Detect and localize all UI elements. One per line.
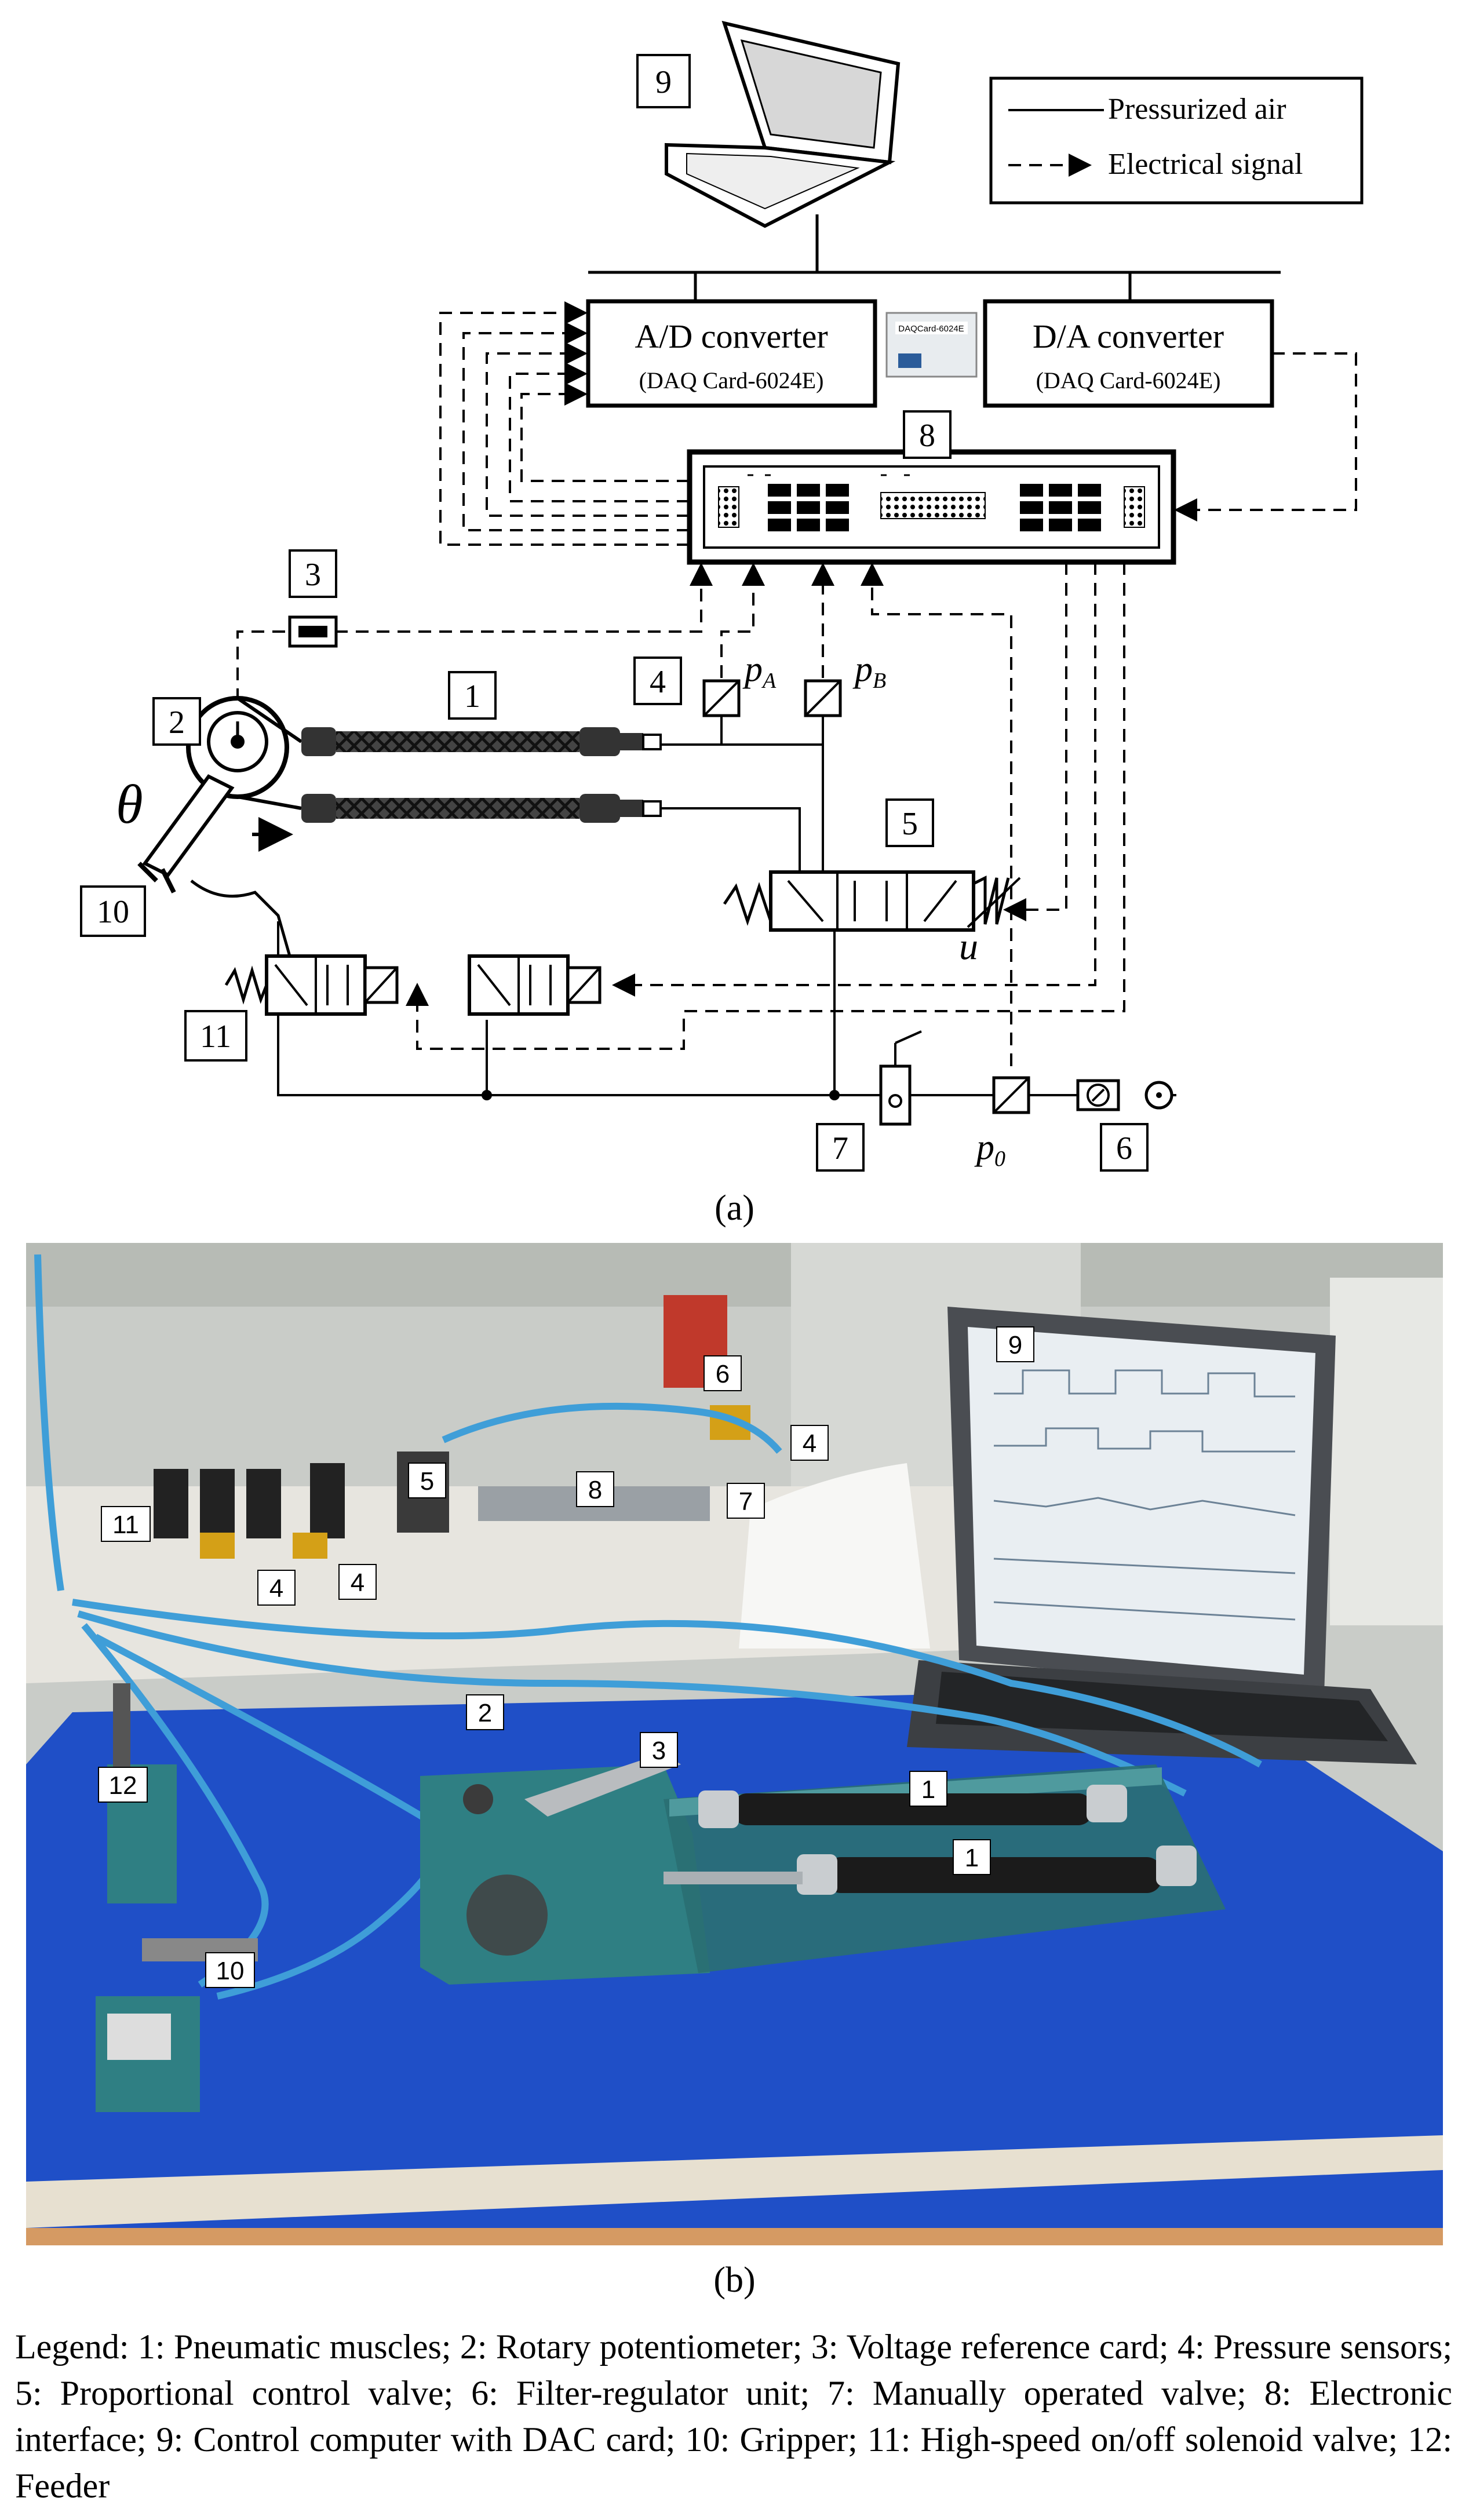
rotary-potentiometer-icon bbox=[186, 696, 289, 799]
photo-label-1b: 1 bbox=[965, 1844, 979, 1872]
theta-symbol: θ bbox=[116, 774, 143, 835]
da-converter-box: D/A converter (DAQ Card-6024E) bbox=[983, 299, 1274, 408]
photo-number-labels: 1 1 2 3 4 4 4 5 6 7 8 9 10 11 bbox=[98, 1326, 1034, 1988]
label-1: 1 bbox=[464, 679, 480, 714]
pneumatic-muscle-bottom bbox=[237, 794, 662, 823]
label-6: 6 bbox=[1116, 1130, 1132, 1166]
pA-symbol: pA bbox=[742, 650, 777, 693]
ad-signal-lines bbox=[236, 301, 1357, 1066]
pressure-sensor-b-icon bbox=[804, 679, 842, 717]
u-symbol: u bbox=[959, 925, 978, 968]
photo-label-9: 9 bbox=[1008, 1331, 1022, 1359]
photo-label-6: 6 bbox=[716, 1360, 730, 1388]
photo-label-7: 7 bbox=[739, 1487, 753, 1516]
proportional-valve-icon bbox=[723, 870, 1021, 932]
label-5: 5 bbox=[902, 806, 918, 842]
label-7: 7 bbox=[832, 1130, 848, 1166]
photo-label-11: 11 bbox=[112, 1511, 139, 1539]
label-11: 11 bbox=[200, 1019, 231, 1055]
voltage-reference-card-icon bbox=[288, 615, 338, 648]
photo-label-4c: 4 bbox=[351, 1569, 364, 1597]
ad-converter-subtitle: (DAQ Card-6024E) bbox=[639, 367, 824, 393]
photo-label-8: 8 bbox=[588, 1476, 602, 1504]
solenoid-valve-right-icon bbox=[468, 954, 602, 1016]
photo-label-10: 10 bbox=[216, 1957, 245, 1985]
pressure-lines bbox=[277, 716, 1176, 1096]
gripper-arm-icon bbox=[137, 774, 293, 957]
ad-converter-title: A/D converter bbox=[635, 318, 828, 355]
filter-regulator-icon bbox=[1076, 1079, 1173, 1111]
photo-label-2: 2 bbox=[478, 1699, 492, 1727]
photo-label-5: 5 bbox=[420, 1467, 434, 1496]
legend-text: Legend: 1: Pneumatic muscles; 2: Rotary … bbox=[15, 2328, 1452, 2505]
p0-symbol: p0 bbox=[974, 1128, 1005, 1171]
pB-symbol: pB bbox=[852, 650, 886, 693]
daq-card-text: DAQCard-6024E bbox=[898, 324, 964, 334]
laptop-icon bbox=[665, 20, 901, 272]
label-3: 3 bbox=[305, 557, 321, 593]
electronic-interface bbox=[687, 449, 1176, 565]
da-converter-subtitle: (DAQ Card-6024E) bbox=[1036, 367, 1221, 393]
pressure-sensor-0-icon bbox=[992, 1076, 1030, 1114]
photo-label-12: 12 bbox=[109, 1771, 137, 1800]
muscles-photo bbox=[524, 1753, 1197, 1895]
photo-label-4a: 4 bbox=[803, 1429, 816, 1458]
legend-signal-label: Electrical signal bbox=[1108, 148, 1303, 181]
legend-air-label: Pressurized air bbox=[1108, 93, 1286, 126]
line-type-legend: Pressurized air Electrical signal bbox=[989, 76, 1364, 205]
schematic-symbols: θ pA pB p0 u bbox=[116, 650, 1005, 1171]
label-2: 2 bbox=[169, 705, 185, 741]
label-8: 8 bbox=[919, 418, 935, 454]
caption-b: (b) bbox=[713, 2260, 756, 2300]
caption-a: (a) bbox=[715, 1188, 754, 1228]
schematic-number-labels: 9 3 2 1 4 5 8 10 11 7 6 bbox=[80, 54, 1149, 1172]
photo-setup: 1 1 2 3 4 4 4 5 6 7 8 9 10 11 bbox=[26, 1243, 1443, 2245]
pressure-sensor-a-icon bbox=[702, 679, 741, 717]
label-9: 9 bbox=[655, 64, 672, 100]
schematic-diagram: Pressurized air Electrical signal A/D co… bbox=[80, 20, 1364, 1172]
daq-card-icon: DAQCard-6024E bbox=[885, 312, 978, 378]
da-converter-title: D/A converter bbox=[1033, 318, 1224, 355]
manual-valve-icon bbox=[879, 1030, 922, 1126]
pneumatic-muscle-top bbox=[236, 696, 662, 756]
label-4: 4 bbox=[650, 664, 666, 700]
photo-label-4b: 4 bbox=[269, 1574, 283, 1603]
ad-converter-box: A/D converter (DAQ Card-6024E) bbox=[586, 299, 877, 408]
solenoid-valve-left-icon bbox=[224, 954, 399, 1016]
photo-label-3: 3 bbox=[652, 1737, 666, 1765]
photo-label-1a: 1 bbox=[921, 1775, 935, 1804]
label-10: 10 bbox=[97, 894, 129, 930]
